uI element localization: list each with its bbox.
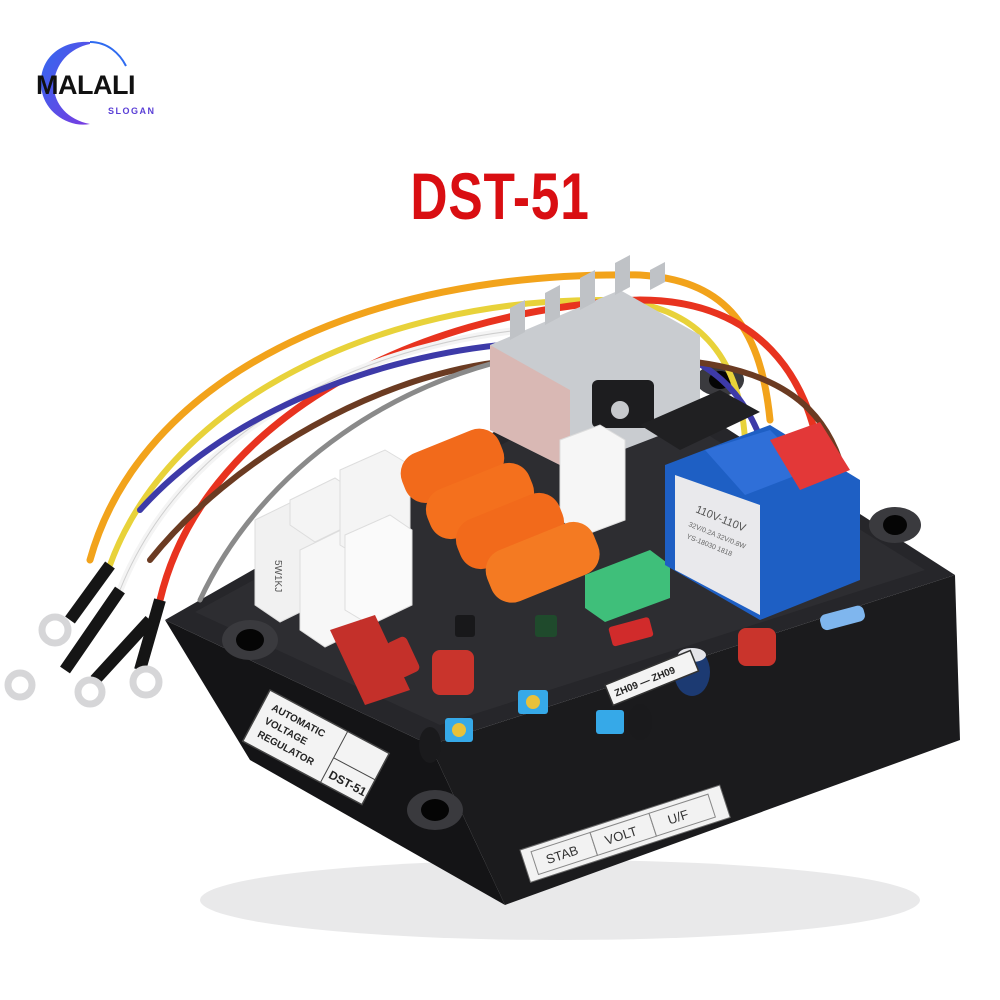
rectifier-block [640, 390, 760, 450]
board-shadow [200, 860, 920, 940]
adjust-uf: U/F [666, 807, 691, 828]
transformer: 110V-110V 32V/0.2A 32V/0.8W YS-18030 181… [665, 422, 860, 620]
uf-trimmer[interactable] [596, 710, 624, 734]
power-resistors: 5W1KJ [254, 424, 626, 648]
adjust-label: STAB VOLT U/F [519, 784, 731, 883]
avr-label: AUTOMATIC VOLTAGE REGULATOR DST-51 [241, 688, 391, 806]
ring-terminals [4, 561, 166, 708]
product-title: DST-51 [410, 159, 590, 233]
film-capacitors [400, 428, 600, 603]
resistor-marking: 5W1KJ [272, 560, 283, 592]
red-capacitors [330, 615, 776, 705]
logo-swoosh-icon [41, 41, 127, 125]
logo-brand-text: MALALI [36, 70, 135, 100]
logo-slogan-text: SLOGAN [108, 106, 156, 116]
green-capacitor [585, 550, 670, 622]
trim-potentiometers [445, 690, 624, 742]
brand-logo: MALALI SLOGAN [28, 32, 188, 132]
